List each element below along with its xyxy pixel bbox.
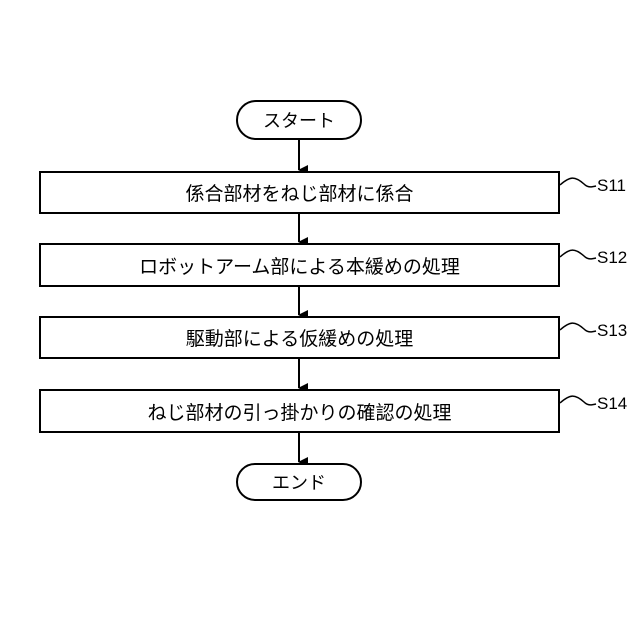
start-terminal: スタート bbox=[236, 100, 362, 140]
process-step-s11: 係合部材をねじ部材に係合 bbox=[39, 171, 560, 214]
step-label: ねじ部材の引っ掛かりの確認の処理 bbox=[147, 398, 451, 425]
end-label: エンド bbox=[272, 469, 326, 495]
process-step-s13: 駆動部による仮緩めの処理 bbox=[39, 316, 560, 359]
leader-s11 bbox=[560, 178, 596, 187]
step-id-s14: S14 bbox=[597, 394, 627, 414]
step-id-s11: S11 bbox=[597, 176, 626, 196]
leader-s13 bbox=[560, 323, 596, 332]
step-label: 係合部材をねじ部材に係合 bbox=[185, 179, 413, 206]
start-label: スタート bbox=[263, 107, 335, 133]
end-terminal: エンド bbox=[236, 463, 362, 501]
leader-s14 bbox=[560, 396, 596, 405]
leader-s12 bbox=[560, 250, 596, 259]
step-label: 駆動部による仮緩めの処理 bbox=[186, 324, 413, 351]
process-step-s14: ねじ部材の引っ掛かりの確認の処理 bbox=[39, 389, 560, 433]
process-step-s12: ロボットアーム部による本緩めの処理 bbox=[39, 243, 560, 287]
step-id-s12: S12 bbox=[597, 248, 627, 268]
step-id-s13: S13 bbox=[597, 321, 627, 341]
step-label: ロボットアーム部による本緩めの処理 bbox=[139, 252, 460, 279]
